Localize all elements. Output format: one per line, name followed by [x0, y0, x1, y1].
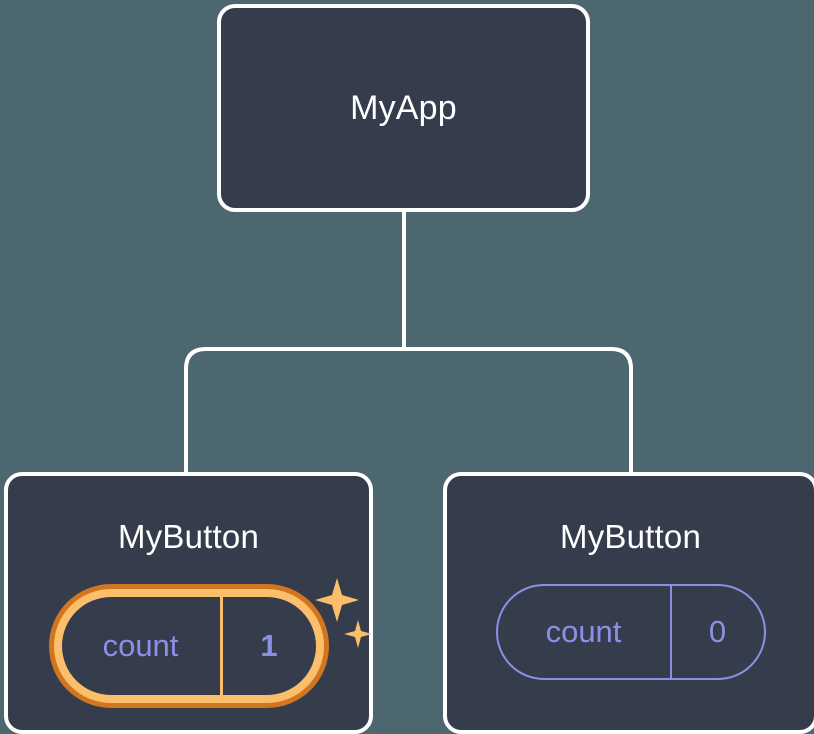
state-value-right: 0	[669, 586, 764, 678]
node-mybutton-left[interactable]: MyButton count 1	[4, 472, 373, 734]
state-value-left: 1	[219, 597, 316, 695]
node-title-myapp: MyApp	[350, 88, 457, 127]
state-key-right: count	[545, 614, 622, 649]
state-pill-wrap-right: count 0	[495, 584, 766, 680]
node-title-mybutton-right: MyButton	[560, 518, 701, 555]
node-myapp[interactable]: MyApp	[217, 4, 590, 212]
state-pill-right[interactable]: count 0	[495, 584, 766, 680]
state-key-left: count	[102, 628, 179, 663]
node-title-mybutton-left: MyButton	[118, 518, 259, 555]
connector-branch-left	[184, 347, 404, 472]
sparkle-small-icon	[343, 620, 372, 648]
connector-branch-right	[404, 347, 633, 472]
node-mybutton-right[interactable]: MyButton count 0	[443, 472, 814, 734]
highlight-ring-outer: count 1	[48, 584, 329, 708]
state-pill-wrap-left: count 1	[48, 578, 372, 708]
state-pill-left[interactable]: count 1	[61, 597, 316, 695]
highlight-ring-inner: count 1	[53, 589, 324, 703]
